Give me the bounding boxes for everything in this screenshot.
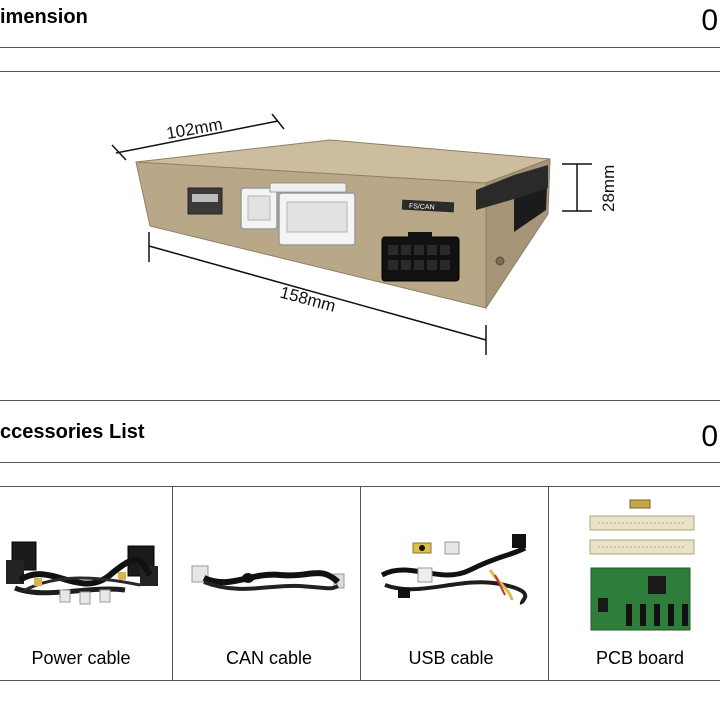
usb-cable-image [380,534,528,605]
dimension-number: 0 [701,4,718,37]
grid-divider [548,486,549,681]
connector-sticker [269,182,347,193]
length-label: 158mm [278,283,338,316]
connector-label: FS/CAN [409,203,435,211]
connector-label-plate [401,199,455,213]
side-vent [514,187,547,232]
divider [0,71,720,72]
side-dark-panel [476,165,548,210]
power-cable-image [6,541,158,605]
accessory-caption-pcb: PCB board [595,648,685,668]
width-dimension-line [111,113,285,161]
dimension-title: imension [0,6,88,28]
screw-icon [495,256,505,266]
height-label: 28mm [599,165,618,212]
mini-connector [187,187,223,215]
black-connector [381,232,460,282]
accessories-title: ccessories List [0,421,145,443]
height-dimension-line [562,163,592,212]
divider [0,47,720,48]
divider [0,400,720,401]
divider [0,462,720,463]
grid-divider [360,486,361,681]
width-label: 102mm [165,115,224,144]
accessory-caption-can: CAN cable [225,648,313,668]
accessory-caption-power: Power cable [31,648,131,668]
accessory-caption-usb: USB cable [408,648,494,668]
white-connector-large [278,192,356,246]
can-cable-image [191,565,345,591]
accessories-number: 0 [701,420,718,453]
grid-divider [172,486,173,681]
pcb-board-image [589,499,695,631]
white-connector-small [240,187,278,230]
device-dimension-figure: 102mm FS/CAN [111,113,618,355]
length-dimension-line [148,232,487,355]
